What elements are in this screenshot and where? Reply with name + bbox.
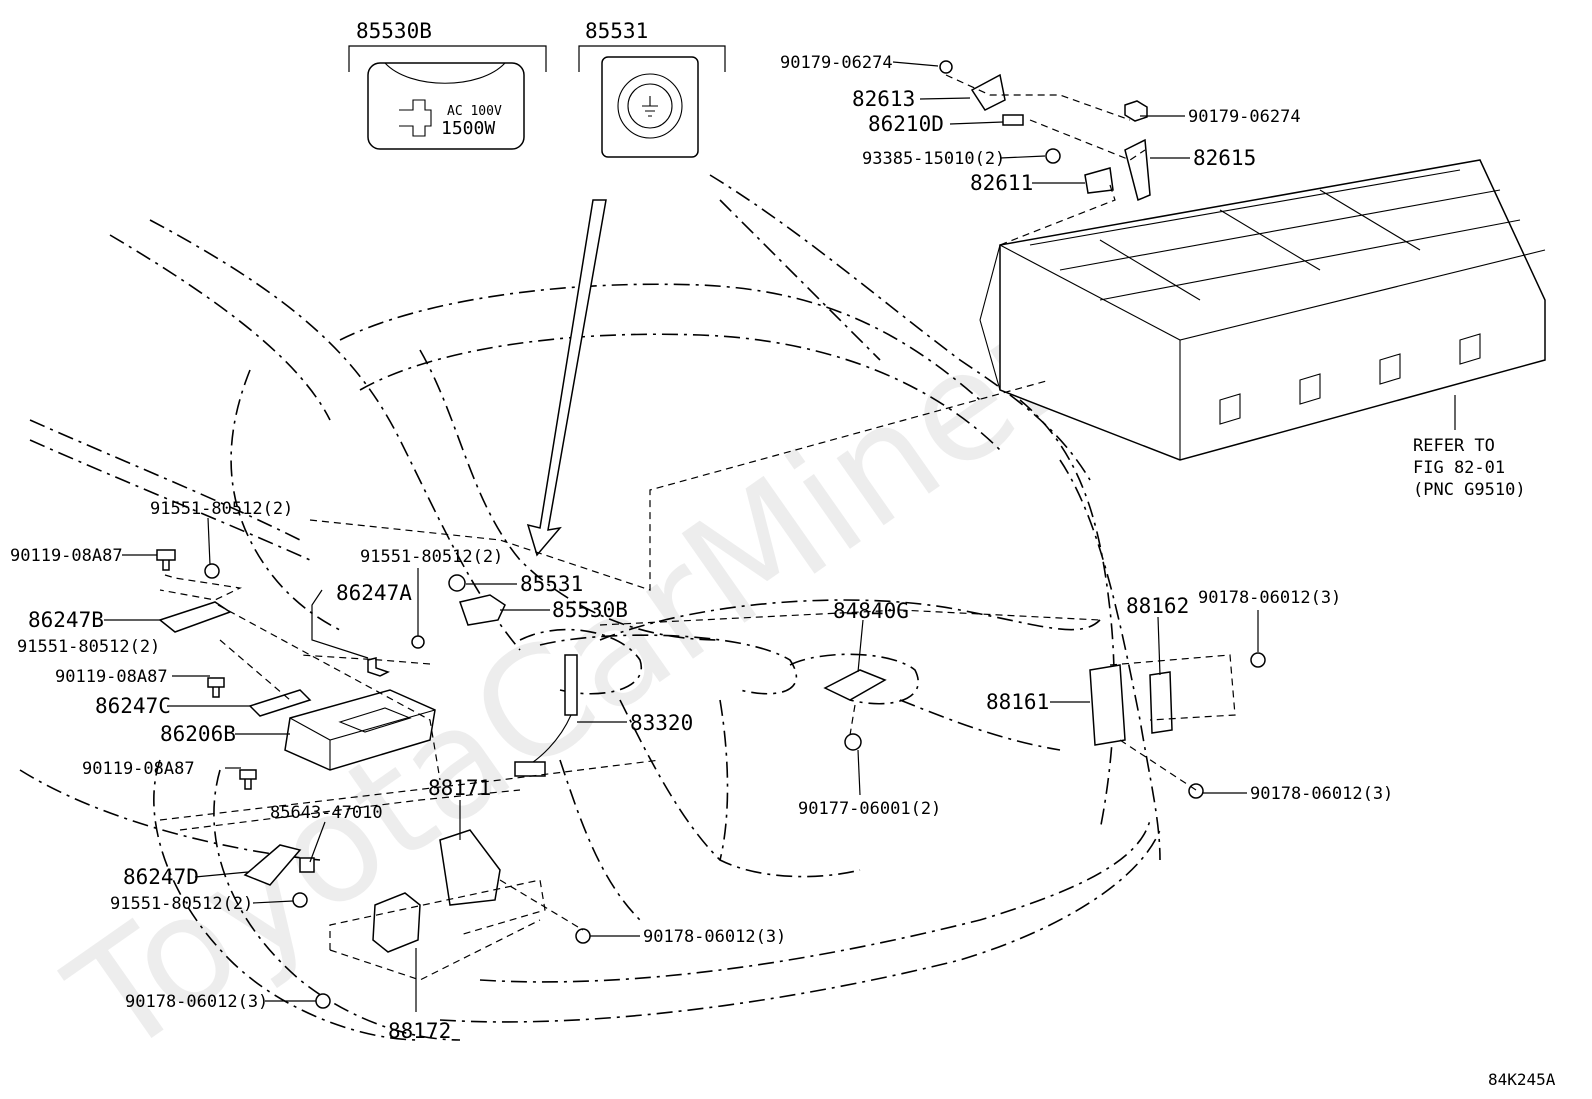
callout-c13: 86247C [95,694,171,718]
callout-c05: 82611 [970,171,1033,195]
callout-labels: 90179-06274 82613 86210D 93385-15010(2) … [10,53,1393,1043]
figure-code: 84K245A [1488,1070,1556,1089]
refer-note-line-1: REFER TO [1413,436,1495,456]
refer-note: REFER TO FIG 82-01 (PNC G9510) [1413,436,1526,500]
callout-c16: 85643-47010 [270,803,383,823]
hv-battery-pack [979,159,1546,461]
inset-label-85531: 85531 [585,19,648,43]
callout-c09: 90119-08A87 [10,546,123,566]
parts-shapes [156,60,1266,1009]
inset-85530B: 85530B AC 100V 1500W [348,19,547,150]
inset-85531: 85531 [578,19,726,158]
leader-lines [104,61,1456,1012]
callout-c01: 90179-06274 [780,53,893,73]
callout-c26: 85530B [552,598,628,622]
refer-note-line-2: FIG 82-01 [1413,458,1505,478]
pointer-arrow [526,199,607,557]
assembly-dashed-lines [159,74,1236,981]
callout-c30: 88162 [1126,594,1189,618]
callout-c33: 90178-06012(3) [1250,784,1393,804]
callout-c03: 86210D [868,112,944,136]
callout-c12: 90119-08A87 [55,667,168,687]
callout-c18: 91551-80512(2) [110,894,253,914]
refer-note-line-3: (PNC G9510) [1413,480,1526,500]
callout-c24: 86247A [336,581,412,605]
callout-c20: 88172 [388,1019,451,1043]
callout-c31: 90178-06012(3) [1198,588,1341,608]
callout-c23: 91551-80512(2) [360,547,503,567]
callout-c02: 82613 [852,87,915,111]
inset-outlet-voltage: AC 100V [447,104,502,119]
callout-c11: 91551-80512(2) [17,637,160,657]
callout-c10: 86247B [28,608,104,632]
callout-c08: 91551-80512(2) [150,499,293,519]
callout-c32: 88161 [986,690,1049,714]
inset-outlet-wattage: 1500W [441,118,495,139]
callout-c15: 90119-08A87 [82,759,195,779]
inset-label-85530B: 85530B [356,19,432,43]
callout-c25: 85531 [520,572,583,596]
callout-c19: 90178-06012(3) [125,992,268,1012]
callout-c07: 82615 [1193,146,1256,170]
callout-c06: 90179-06274 [1188,107,1301,127]
callout-c04: 93385-15010(2) [862,149,1005,169]
callout-c22: 90178-06012(3) [643,927,786,947]
callout-c28: 84840G [833,599,909,623]
callout-c21: 88171 [428,776,491,800]
vehicle-body-outline [19,174,1161,1041]
callout-c27: 83320 [630,711,693,735]
callout-c17: 86247D [123,865,199,889]
callout-c29: 90177-06001(2) [798,799,941,819]
callout-c14: 86206B [160,722,236,746]
